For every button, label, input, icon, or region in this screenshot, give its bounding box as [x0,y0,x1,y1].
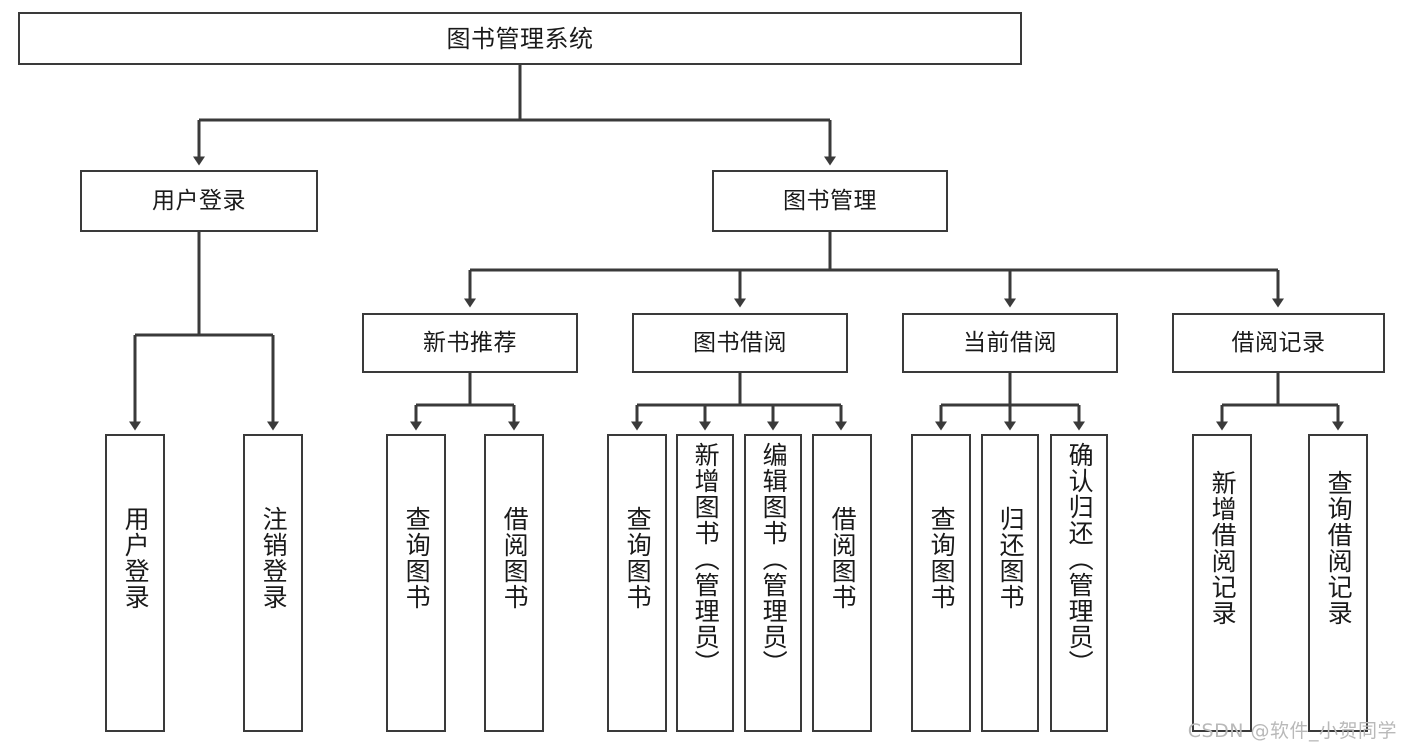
node-leaf-borrow-book-2[interactable]: 借阅图书 [812,434,872,732]
node-borrow-record[interactable]: 借阅记录 [1172,313,1385,373]
node-leaf-add-book[interactable]: 新增图书（管理员） [676,434,734,732]
node-leaf-confirm-return[interactable]: 确认归还（管理员） [1050,434,1108,732]
node-leaf-query-record[interactable]: 查询借阅记录 [1308,434,1368,732]
node-leaf-user-login[interactable]: 用户登录 [105,434,165,732]
node-leaf-logout-login[interactable]: 注销登录 [243,434,303,732]
node-leaf-query-book-2-label: 查询图书 [623,506,653,610]
node-leaf-confirm-return-label: 确认归还（管理员） [1065,442,1095,676]
node-new-book-recommend[interactable]: 新书推荐 [362,313,578,373]
node-root-label: 图书管理系统 [446,24,594,53]
node-book-borrow-label: 图书借阅 [693,329,787,356]
node-leaf-logout-login-label: 注销登录 [259,506,289,610]
node-current-borrow-label: 当前借阅 [963,329,1057,356]
node-user-login-label: 用户登录 [152,187,246,214]
node-leaf-add-book-label: 新增图书（管理员） [691,442,721,676]
node-leaf-borrow-book-2-label: 借阅图书 [828,506,858,610]
node-leaf-query-record-label: 查询借阅记录 [1324,470,1354,626]
node-user-login[interactable]: 用户登录 [80,170,318,232]
watermark-text: CSDN @软件_小贺同学 [1187,720,1397,742]
node-leaf-return-book[interactable]: 归还图书 [981,434,1039,732]
node-book-management[interactable]: 图书管理 [712,170,948,232]
node-root[interactable]: 图书管理系统 [18,12,1022,65]
node-leaf-return-book-label: 归还图书 [996,506,1026,610]
node-leaf-edit-book[interactable]: 编辑图书（管理员） [744,434,802,732]
node-current-borrow[interactable]: 当前借阅 [902,313,1118,373]
node-leaf-add-record-label: 新增借阅记录 [1208,470,1238,626]
node-leaf-edit-book-label: 编辑图书（管理员） [759,442,789,676]
node-leaf-add-record[interactable]: 新增借阅记录 [1192,434,1252,732]
node-leaf-query-book-2[interactable]: 查询图书 [607,434,667,732]
node-leaf-query-book-3[interactable]: 查询图书 [911,434,971,732]
node-leaf-query-book-1[interactable]: 查询图书 [386,434,446,732]
node-leaf-user-login-label: 用户登录 [121,506,151,610]
node-leaf-query-book-3-label: 查询图书 [927,506,957,610]
node-book-borrow[interactable]: 图书借阅 [632,313,848,373]
node-book-management-label: 图书管理 [783,187,877,214]
node-borrow-record-label: 借阅记录 [1231,329,1326,356]
node-leaf-query-book-1-label: 查询图书 [402,506,432,610]
node-leaf-borrow-book-1-label: 借阅图书 [500,506,530,610]
node-leaf-borrow-book-1[interactable]: 借阅图书 [484,434,544,732]
node-new-book-recommend-label: 新书推荐 [423,329,517,356]
